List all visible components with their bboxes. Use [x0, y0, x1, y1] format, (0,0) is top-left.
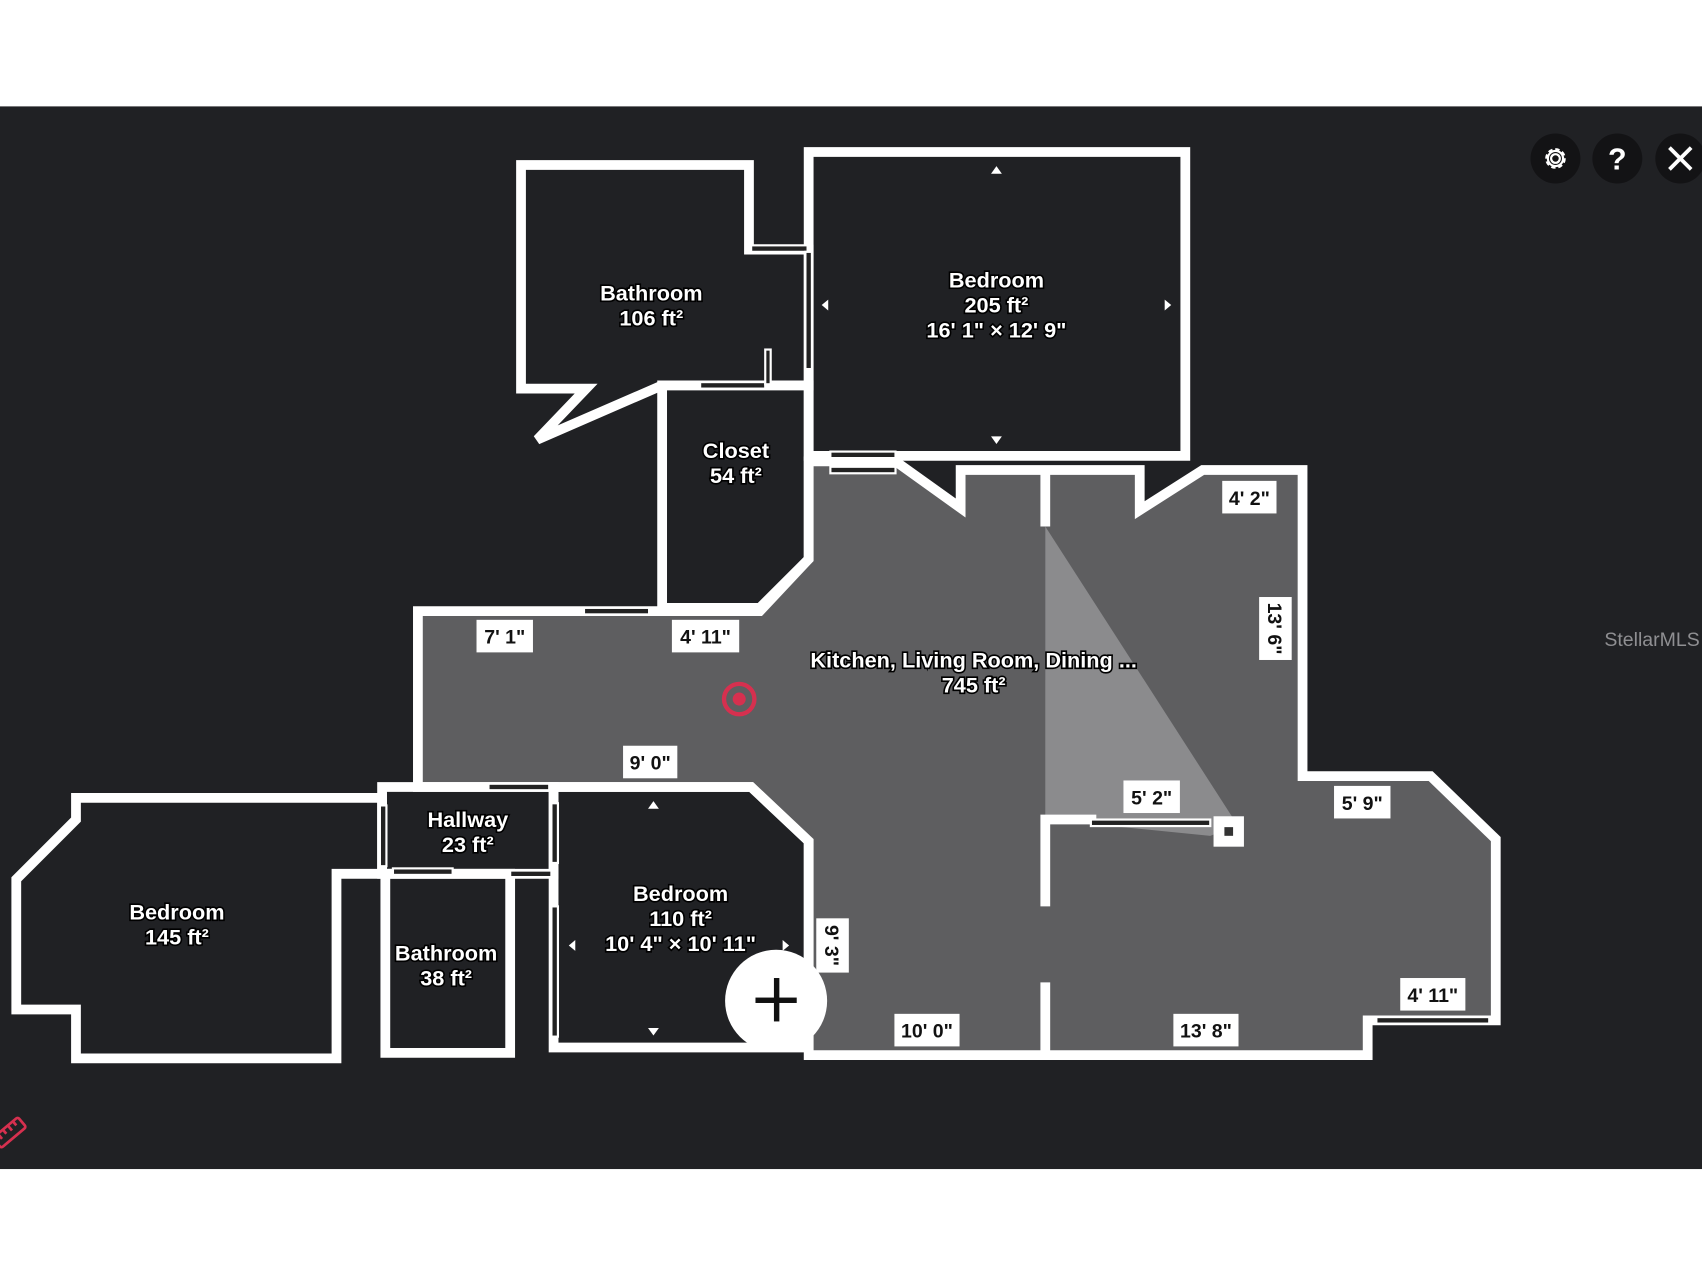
room-area: 745 ft²	[942, 673, 1006, 698]
dimension-label: 4' 2"	[1229, 488, 1270, 510]
arrow-left-icon[interactable]	[568, 940, 576, 951]
arrow-right-icon[interactable]	[782, 940, 790, 951]
room-area: 145 ft²	[145, 924, 209, 949]
room-area: 38 ft²	[420, 966, 472, 991]
dimension-labels: 7' 1" 4' 11" 9' 0" 4' 2" 13' 6" 5' 2" 5'…	[476, 480, 1466, 1047]
target-icon[interactable]	[721, 681, 757, 717]
dimension-label: 4' 11"	[680, 627, 731, 649]
room-name: Closet	[703, 438, 769, 463]
dimension-label: 10' 0"	[901, 1021, 953, 1043]
room-area: 106 ft²	[619, 306, 683, 331]
room-name: Hallway	[427, 807, 508, 832]
room-dimensions: 16' 1" × 12' 9"	[926, 318, 1066, 343]
add-button[interactable]	[725, 949, 828, 1052]
close-button[interactable]	[1655, 133, 1702, 184]
dimension-label: 13' 6"	[1263, 603, 1285, 655]
arrow-right-icon[interactable]	[1164, 299, 1172, 311]
room-area: 23 ft²	[442, 832, 494, 857]
watermark: StellarMLS	[1604, 629, 1699, 651]
dimension-label: 5' 9"	[1342, 793, 1383, 815]
room-kitchen-living-floor[interactable]	[417, 461, 1496, 1056]
dimension-label: 9' 0"	[630, 753, 671, 775]
room-bathroom-38[interactable]	[380, 868, 516, 1058]
close-icon	[1668, 146, 1693, 171]
doors	[378, 244, 1491, 1038]
room-area: 54 ft²	[710, 463, 762, 488]
room-name: Bathroom	[600, 281, 702, 306]
dimension-label: 7' 1"	[484, 627, 525, 649]
arrow-up-icon[interactable]	[991, 166, 1002, 174]
room-area: 110 ft²	[649, 906, 712, 931]
gear-icon	[1545, 148, 1566, 169]
room-dimensions: 10' 4" × 10' 11"	[605, 931, 756, 956]
arrow-down-icon[interactable]	[991, 436, 1002, 444]
room-name: Bedroom	[633, 881, 728, 906]
question-icon: ?	[1608, 142, 1627, 176]
ruler-icon[interactable]	[0, 1116, 27, 1149]
arrow-down-icon[interactable]	[648, 1027, 659, 1036]
room-name: Kitchen, Living Room, Dining ...	[810, 648, 1137, 673]
help-button[interactable]: ?	[1592, 133, 1643, 184]
room-name: Bedroom	[129, 899, 224, 924]
arrow-left-icon[interactable]	[821, 299, 829, 311]
dimension-label: 5' 2"	[1131, 787, 1172, 809]
dimension-label: 4' 11"	[1407, 985, 1458, 1007]
dimension-label: 13' 8"	[1180, 1021, 1232, 1043]
plus-icon	[755, 978, 797, 1022]
settings-button[interactable]	[1530, 133, 1581, 184]
arrow-up-icon[interactable]	[648, 801, 659, 809]
resize-handles[interactable]	[568, 166, 1172, 1036]
room-area: 205 ft²	[965, 293, 1029, 318]
dimension-label: 9' 3"	[820, 925, 842, 966]
view-cone	[1045, 526, 1238, 836]
room-name: Bedroom	[949, 268, 1044, 293]
room-name: Bathroom	[395, 941, 497, 966]
